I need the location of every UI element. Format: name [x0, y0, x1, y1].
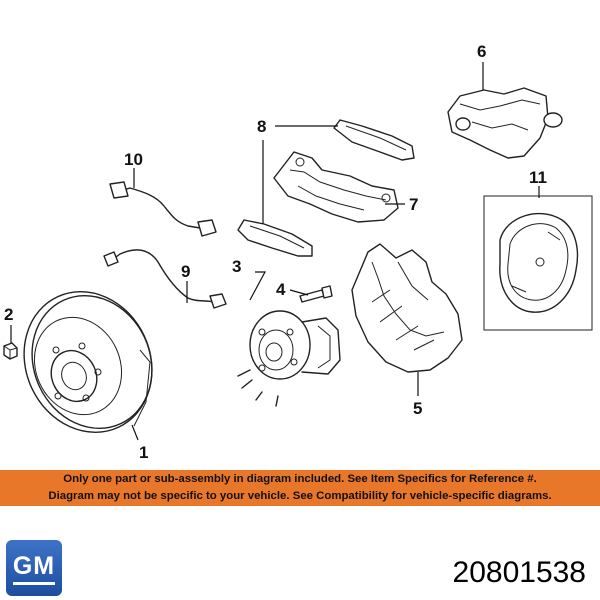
wheel-stud-drawing — [3, 342, 18, 360]
hub-bearing-drawing — [237, 310, 341, 407]
leader-line-4 — [289, 289, 309, 296]
leader-line-8 — [262, 125, 338, 224]
brake-pads-drawing — [237, 119, 415, 257]
callout-9: 9 — [181, 262, 190, 281]
abs-sensor-drawing — [109, 181, 217, 237]
hub-bolt-drawing — [299, 285, 333, 303]
exploded-parts-diagram: 1 2 3 4 5 6 7 8 9 10 11 — [3, 42, 593, 462]
leader-line-1 — [131, 424, 139, 441]
disclaimer-banner: Only one part or sub-assembly in diagram… — [0, 470, 600, 506]
callout-10: 10 — [124, 150, 143, 169]
splash-shield-drawing — [351, 243, 463, 373]
disclaimer-line-2: Diagram may not be specific to your vehi… — [48, 490, 552, 502]
disclaimer-line-1: Only one part or sub-assembly in diagram… — [63, 473, 537, 485]
callout-3: 3 — [232, 257, 241, 276]
brake-rotor-drawing — [23, 290, 153, 434]
wheel-speed-sensor-harness-drawing — [103, 249, 227, 309]
callout-1: 1 — [139, 443, 148, 462]
callout-11: 11 — [529, 168, 547, 187]
part-number: 20801538 — [452, 556, 586, 589]
callout-8: 8 — [257, 117, 266, 136]
leader-line-3 — [249, 271, 267, 301]
gm-logo: GM — [6, 540, 62, 596]
gm-logo-text: GM — [13, 552, 55, 585]
callout-7: 7 — [409, 195, 418, 214]
callout-5: 5 — [413, 399, 422, 418]
caliper-bracket-drawing — [273, 151, 399, 223]
callout-4: 4 — [276, 280, 286, 299]
callout-2: 2 — [4, 305, 13, 324]
brake-caliper-drawing — [447, 87, 563, 159]
parking-brake-shoes-drawing — [483, 195, 593, 331]
callout-6: 6 — [477, 42, 486, 61]
